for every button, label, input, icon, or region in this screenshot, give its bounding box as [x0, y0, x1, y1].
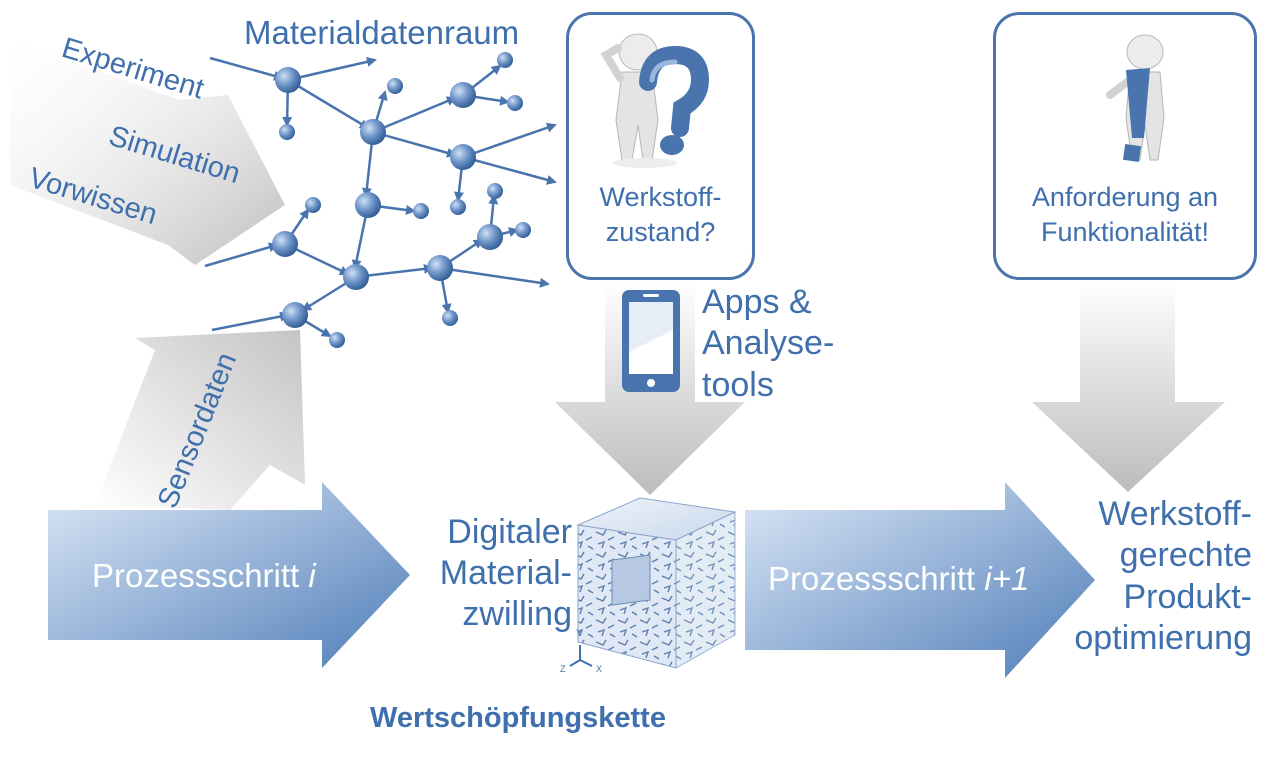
requirement-caption: Anforderung an Funktionalität! [993, 180, 1257, 250]
result-line1: Werkstoff- [1098, 495, 1252, 533]
material-state-line2: zustand? [605, 217, 716, 248]
process-step-1-text: Prozessschritt [92, 557, 309, 594]
sensor-arrow-shape [95, 330, 305, 510]
requirement-line1: Anforderung an [1031, 182, 1219, 212]
result-line2: gerechte [1119, 536, 1252, 575]
process-step-2-var: i+1 [984, 560, 1030, 597]
process-step-2-label: Prozessschritt i+1 [768, 560, 1029, 598]
result-line3: Produkt- [1123, 577, 1253, 616]
process-arrow-1-shape [48, 482, 410, 668]
result-line4: optimierung [1074, 619, 1252, 658]
process-step-1-label: Prozessschritt i [92, 557, 316, 595]
requirement-arrow-shape [1032, 280, 1225, 492]
material-state-line1: Werkstoff- [599, 182, 722, 212]
twin-line1: Digitaler [447, 513, 572, 551]
material-cube-icon [576, 497, 737, 669]
apps-label: Apps & Analyse- tools [702, 282, 834, 406]
apps-line1: Apps & [702, 283, 812, 321]
data-space-title: Materialdatenraum [244, 14, 520, 51]
process-arrow-2-shape [745, 482, 1095, 678]
axis-triad-icon [569, 645, 593, 667]
twin-line2: Material- [439, 553, 572, 592]
process-step-2-text: Prozessschritt [768, 560, 985, 597]
process-step-1-var: i [308, 557, 316, 594]
input-arrow-shape [10, 40, 285, 265]
axis-y-label: Y [576, 628, 583, 638]
axis-x-label: X [596, 664, 603, 674]
twin-line3: zwilling [462, 594, 572, 633]
axis-z-label: Z [560, 664, 566, 674]
tablet-icon [622, 290, 680, 392]
material-state-caption: Werkstoff- zustand? [566, 180, 755, 250]
apps-line2: Analyse- [702, 324, 835, 363]
digital-twin-label: Digitaler Material- zwilling [420, 512, 572, 634]
result-label: Werkstoff- gerechte Produkt- optimierung [1040, 494, 1252, 660]
value-chain-title: Wertschöpfungskette [370, 702, 666, 734]
requirement-line2: Funktionalität! [1040, 217, 1210, 248]
apps-line3: tools [702, 365, 774, 404]
network-nodes [272, 52, 531, 348]
